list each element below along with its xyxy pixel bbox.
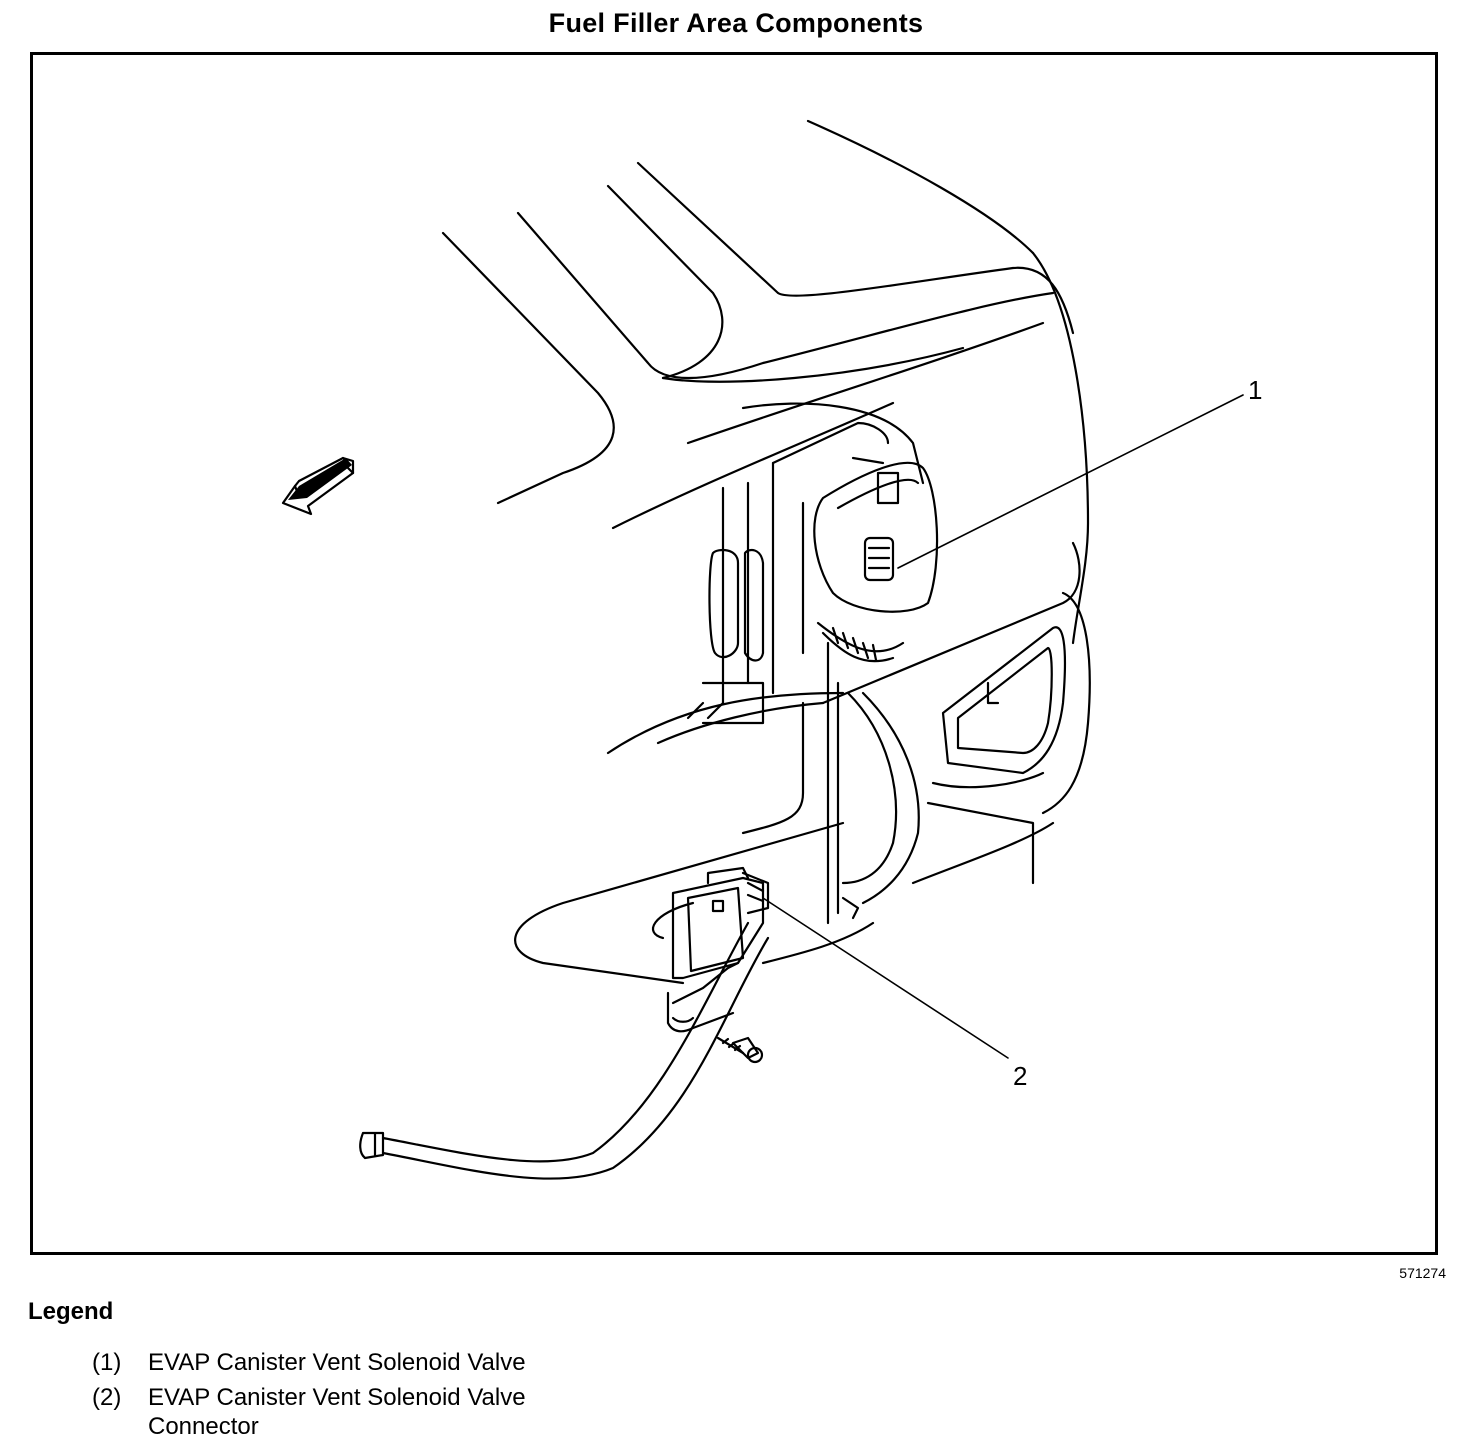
lower-panel bbox=[514, 821, 875, 985]
callout-1: 1 bbox=[1248, 375, 1262, 405]
diagram-title: Fuel Filler Area Components bbox=[548, 8, 924, 38]
body-channels bbox=[686, 461, 805, 725]
line-drawing: 1 2 bbox=[281, 119, 1262, 1180]
front-direction-arrow-icon bbox=[281, 456, 355, 516]
leader-line-2 bbox=[762, 897, 1009, 1059]
figure-id: 571274 bbox=[1399, 1265, 1446, 1281]
diagram-frame: 1 2 bbox=[30, 52, 1438, 1255]
legend-item-text: EVAP Canister Vent Solenoid Valve Connec… bbox=[148, 1384, 526, 1440]
callout-2: 2 bbox=[1013, 1061, 1027, 1091]
rear-bumper bbox=[911, 591, 1091, 885]
legend-item: (2) EVAP Canister Vent Solenoid Valve Co… bbox=[92, 1383, 618, 1441]
legend-item-text: EVAP Canister Vent Solenoid Valve bbox=[148, 1349, 526, 1376]
callout-leaders bbox=[762, 394, 1244, 1059]
leader-line-1 bbox=[897, 394, 1244, 569]
vehicle-roof-lines bbox=[441, 119, 1075, 505]
legend-list: (1) EVAP Canister Vent Solenoid Valve (2… bbox=[92, 1348, 618, 1447]
vent-hose bbox=[359, 921, 770, 1180]
legend-item-number: (2) bbox=[92, 1384, 122, 1411]
mounting-bolt bbox=[716, 1036, 764, 1064]
wiring-harness bbox=[741, 621, 920, 925]
solenoid-valve bbox=[666, 866, 770, 1033]
fuel-door-area bbox=[741, 402, 939, 613]
quarter-panel bbox=[606, 251, 1090, 755]
legend-item: (1) EVAP Canister Vent Solenoid Valve bbox=[92, 1348, 618, 1377]
legend-item-number: (1) bbox=[92, 1349, 122, 1376]
legend-title: Legend bbox=[28, 1298, 114, 1325]
